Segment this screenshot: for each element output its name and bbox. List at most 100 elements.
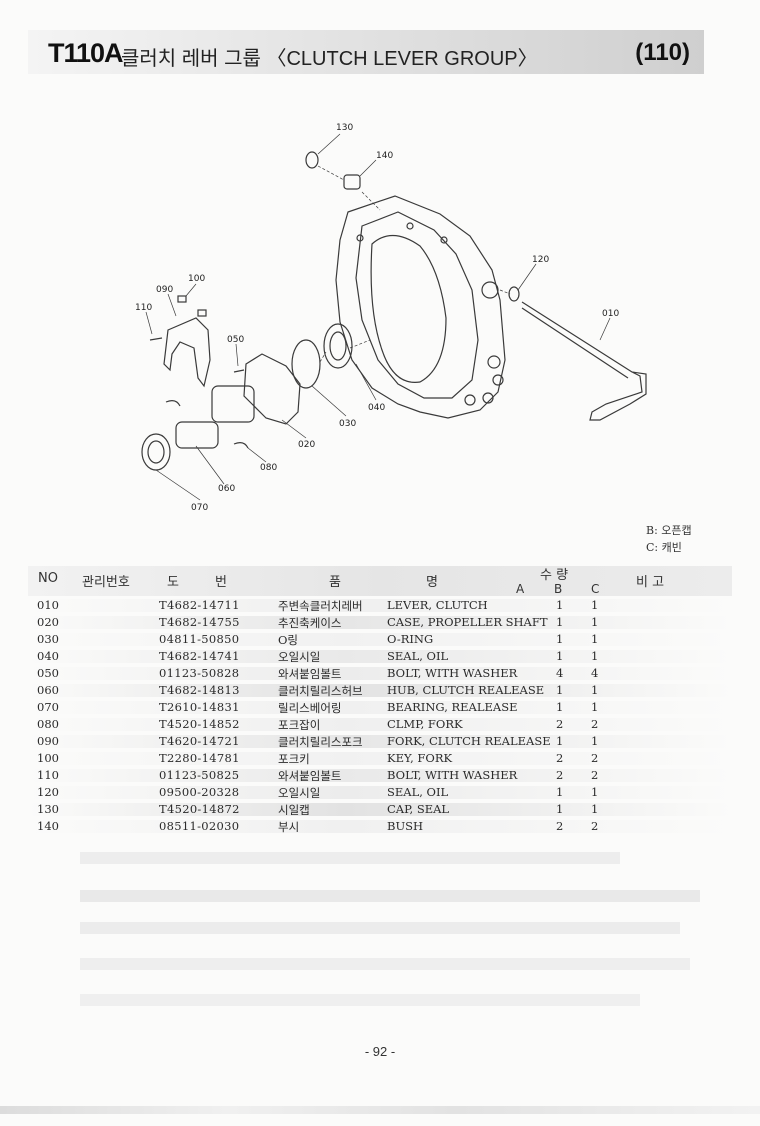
cell-part-number: T2610-14831 <box>159 700 240 714</box>
cell-qty-b: 1 <box>556 632 564 646</box>
scan-band <box>80 958 690 970</box>
callout-140: 140 <box>376 151 393 161</box>
row-band <box>28 735 732 748</box>
cell-no: 110 <box>37 768 59 782</box>
cell-english-name: CASE, PROPELLER SHAFT <box>387 615 548 629</box>
header-qty-b: B <box>554 582 563 596</box>
row-band <box>28 820 732 833</box>
group-code: T110A <box>48 38 124 68</box>
cell-no: 140 <box>37 819 59 833</box>
cell-qty-c: 2 <box>591 819 599 833</box>
cell-korean-name: 와셔붙임볼트 <box>278 667 342 681</box>
cell-no: 070 <box>37 700 59 714</box>
cell-korean-name: 오일시일 <box>278 786 321 800</box>
row-band <box>28 684 732 697</box>
row-band <box>28 667 732 680</box>
cell-korean-name: 와셔붙임볼트 <box>278 769 342 783</box>
release-fork <box>163 317 211 388</box>
cell-korean-name: 클러치릴리스포크 <box>278 735 363 749</box>
cell-part-number: 08511-02030 <box>159 819 240 833</box>
cell-qty-c: 1 <box>591 649 599 663</box>
cell-qty-c: 1 <box>591 734 599 748</box>
cell-korean-name: 포크잡이 <box>278 718 321 732</box>
cell-english-name: FORK, CLUTCH REALEASE <box>387 734 551 748</box>
cell-qty-b: 1 <box>556 802 564 816</box>
cell-qty-c: 2 <box>591 751 599 765</box>
cell-part-number: T4682-14755 <box>159 615 240 629</box>
cell-qty-c: 1 <box>591 598 599 612</box>
row-band <box>28 803 732 816</box>
callout-020: 020 <box>298 440 315 450</box>
legend-b: B: 오픈캡 <box>646 524 692 537</box>
callout-100: 100 <box>188 274 205 284</box>
cell-qty-b: 1 <box>556 649 564 663</box>
scan-edge <box>0 1106 760 1114</box>
callout-110: 110 <box>135 303 152 313</box>
cell-korean-name: 오일시일 <box>278 650 321 664</box>
exploded-diagram: 130 140 120 010 100 090 110 050 040 030 … <box>135 123 647 513</box>
cell-qty-b: 2 <box>556 751 564 765</box>
scan-band <box>80 890 700 902</box>
cell-no: 130 <box>37 802 59 816</box>
cell-english-name: BUSH <box>387 819 424 833</box>
row-band <box>28 786 732 799</box>
cell-korean-name: 릴리스베어링 <box>278 701 342 715</box>
cell-qty-b: 1 <box>556 700 564 714</box>
cell-korean-name: 클러치릴리스허브 <box>278 684 363 698</box>
cell-no: 010 <box>37 598 59 612</box>
table-header-band <box>28 566 732 596</box>
cell-english-name: BOLT, WITH WASHER <box>387 666 518 680</box>
cell-no: 090 <box>37 734 59 748</box>
group-title: 클러치 레버 그룹 〈CLUTCH LEVER GROUP〉 <box>121 48 538 70</box>
cell-part-number: T4520-14872 <box>159 802 240 816</box>
cell-english-name: BOLT, WITH WASHER <box>387 768 518 782</box>
cell-no: 040 <box>37 649 59 663</box>
table-row: 090 T4620-14721 클러치릴리스포크 FORK, CLUTCH REALE… <box>0 733 760 750</box>
cell-qty-b: 1 <box>556 734 564 748</box>
cell-korean-name: 포크키 <box>278 752 310 766</box>
table-header: NO 관리번호 도 번 품 명 수 량 A B C 비 고 <box>0 560 760 600</box>
page-number: - 92 - <box>364 1044 396 1059</box>
cell-korean-name: 시일캡 <box>278 803 310 817</box>
cell-no: 120 <box>37 785 59 799</box>
callout-130: 130 <box>336 123 353 133</box>
cell-part-number: T4620-14721 <box>159 734 240 748</box>
cell-qty-c: 2 <box>591 768 599 782</box>
legend-c: C: 캐빈 <box>646 541 682 554</box>
cell-no: 060 <box>37 683 59 697</box>
cell-korean-name: 부시 <box>278 820 300 834</box>
cell-part-number: T4682-14711 <box>159 598 240 612</box>
callout-060: 060 <box>218 484 235 494</box>
header-qty-c: C <box>591 582 600 596</box>
cell-qty-c: 1 <box>591 632 599 646</box>
header-qty-a: A <box>516 582 525 596</box>
cell-korean-name: 주변속클러치레버 <box>278 599 363 613</box>
callout-010: 010 <box>602 309 619 319</box>
header-qty: 수 량 <box>540 568 569 583</box>
callout-090: 090 <box>156 285 173 295</box>
header-no: NO <box>38 571 58 586</box>
cell-qty-b: 1 <box>556 615 564 629</box>
cell-qty-c: 2 <box>591 717 599 731</box>
cell-no: 030 <box>37 632 59 646</box>
header-banner: T110A 클러치 레버 그룹 〈CLUTCH LEVER GROUP〉 (11… <box>28 30 704 74</box>
cell-english-name: LEVER, CLUTCH <box>387 598 488 612</box>
callout-080: 080 <box>260 463 277 473</box>
header-part-b: 번 <box>215 575 227 590</box>
header-mgmt: 관리번호 <box>82 575 130 590</box>
scan-band <box>80 922 680 934</box>
header-name-b: 명 <box>426 575 438 590</box>
cell-qty-c: 1 <box>591 683 599 697</box>
callout-070: 070 <box>191 503 208 513</box>
cell-korean-name: O링 <box>278 633 299 647</box>
